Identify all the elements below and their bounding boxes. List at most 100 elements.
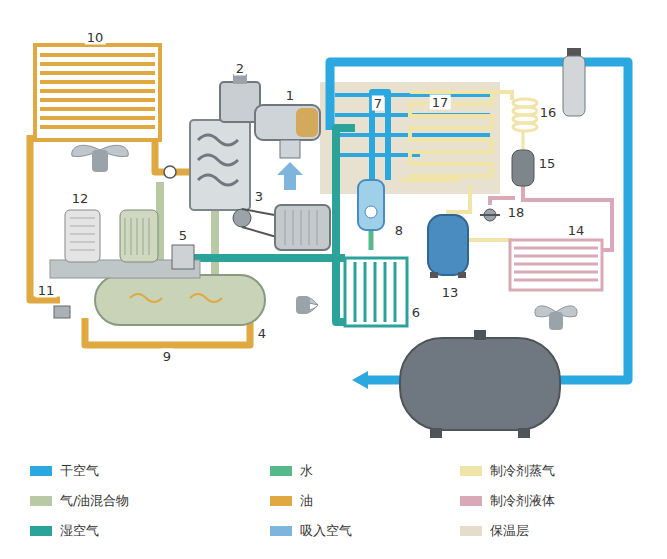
expansion-coil xyxy=(513,99,537,150)
intake-arrow-part xyxy=(277,162,303,190)
oil-separator-tank-part xyxy=(95,275,265,325)
legend-entry: 油 xyxy=(270,492,313,510)
callout-number: 3 xyxy=(253,189,265,204)
air-filter xyxy=(255,105,320,158)
receiver xyxy=(512,150,534,186)
refrigerant-compressor xyxy=(428,215,468,278)
cooling-fan-part xyxy=(549,312,563,330)
legend-entry: 气/油混合物 xyxy=(30,492,129,510)
legend-swatch xyxy=(270,496,292,506)
air-receiver-part xyxy=(518,428,530,438)
legend-entry: 吸入空气 xyxy=(270,522,352,540)
condenser-part xyxy=(514,248,598,280)
line-filter xyxy=(563,48,585,116)
bypass-valve-part xyxy=(480,214,500,216)
callout-number: 16 xyxy=(538,105,559,120)
callout-number: 17 xyxy=(430,95,451,110)
callout-number: 11 xyxy=(36,283,57,298)
legend-entry: 水 xyxy=(270,462,313,480)
line-filter-part xyxy=(563,56,585,116)
oil-cooler xyxy=(35,45,160,140)
air-receiver-part xyxy=(474,330,486,340)
oil-cooler-part xyxy=(40,55,155,127)
wet-air-pipe-part xyxy=(194,254,345,262)
separator-element-part xyxy=(125,218,149,255)
oil-filter-part xyxy=(65,210,100,262)
legend-swatch xyxy=(460,466,482,476)
legend-text: 制冷剂液体 xyxy=(490,492,555,510)
expansion-coil-part xyxy=(522,131,525,150)
aftercooler-part xyxy=(355,262,395,322)
callout-number: 2 xyxy=(234,61,246,76)
callout-number: 5 xyxy=(177,228,189,243)
oil-pipe-part xyxy=(155,140,165,172)
drive-motor xyxy=(242,205,330,250)
legend-swatch xyxy=(270,466,292,476)
condenser-part xyxy=(510,240,602,290)
water-separator-part xyxy=(365,206,377,218)
cooling-fan xyxy=(535,306,577,330)
legend-text: 干空气 xyxy=(60,462,99,480)
legend-swatch xyxy=(460,526,482,536)
cooling-fan-part xyxy=(296,296,310,314)
legend-swatch xyxy=(30,466,52,476)
drive-motor-part xyxy=(285,210,317,245)
legend-swatch xyxy=(270,526,292,536)
screw-compressor-part xyxy=(190,120,250,210)
refrigerant-vapour-pipe-part xyxy=(466,238,512,242)
min-pressure-valve-part xyxy=(172,245,194,269)
separator-element-part xyxy=(120,210,158,262)
air-outlet-arrow-part xyxy=(352,371,368,389)
air-filter-part xyxy=(280,140,300,158)
air-filter-part xyxy=(296,108,318,137)
legend-entry: 制冷剂液体 xyxy=(460,492,555,510)
callout-number: 1 xyxy=(284,88,296,103)
refrigerant-vapour-pipe-part xyxy=(410,92,492,176)
cooling-fan-part xyxy=(92,150,108,172)
water-separator-part xyxy=(358,180,384,230)
legend-swatch xyxy=(30,526,52,536)
cooling-fan xyxy=(72,145,129,172)
insulation-layer-part xyxy=(320,82,500,194)
callout-number: 15 xyxy=(537,156,558,171)
refrigerant-compressor-part xyxy=(428,215,468,275)
air-receiver xyxy=(400,330,560,438)
refrigerant-vapour-pipe-part xyxy=(492,92,512,100)
screw-compressor-part xyxy=(198,135,238,185)
callout-number: 12 xyxy=(70,191,91,206)
air-outlet-arrow xyxy=(352,371,368,389)
screw-compressor-part xyxy=(233,209,251,227)
callout-number: 10 xyxy=(85,30,106,45)
line-filter-part xyxy=(567,48,581,56)
intake-valve-part xyxy=(233,74,247,84)
water-separator xyxy=(358,180,384,230)
callout-number: 7 xyxy=(372,96,384,111)
screw-compressor xyxy=(190,120,251,227)
air-receiver-part xyxy=(430,428,442,438)
condenser xyxy=(510,240,602,290)
legend-text: 油 xyxy=(300,492,313,510)
legend-swatch xyxy=(460,496,482,506)
insulation-layer xyxy=(320,82,500,194)
refrigerant-compressor-part xyxy=(458,272,466,278)
water-drain-part xyxy=(369,230,374,250)
min-pressure-valve xyxy=(172,245,194,269)
callout-number: 4 xyxy=(256,326,268,341)
air-filter-part xyxy=(255,105,320,140)
aftercooler-part xyxy=(345,258,407,326)
expansion-coil-part xyxy=(513,123,537,131)
legend-entry: 干空气 xyxy=(30,462,99,480)
refrigerant-vapour-pipe-part xyxy=(400,178,460,182)
oil-stop-valve xyxy=(54,306,70,318)
legend-text: 湿空气 xyxy=(60,522,99,540)
callout-number: 13 xyxy=(440,285,461,300)
cooling-fan xyxy=(296,296,318,314)
callout-number: 9 xyxy=(161,349,173,364)
legend-text: 保温层 xyxy=(490,522,529,540)
legend-text: 气/油混合物 xyxy=(60,492,129,510)
oil-cooler-part xyxy=(35,45,160,140)
refrigerant-compressor-part xyxy=(430,272,438,278)
thermostat-part xyxy=(164,166,176,178)
oil-filter xyxy=(65,210,100,262)
aftercooler xyxy=(345,258,407,326)
